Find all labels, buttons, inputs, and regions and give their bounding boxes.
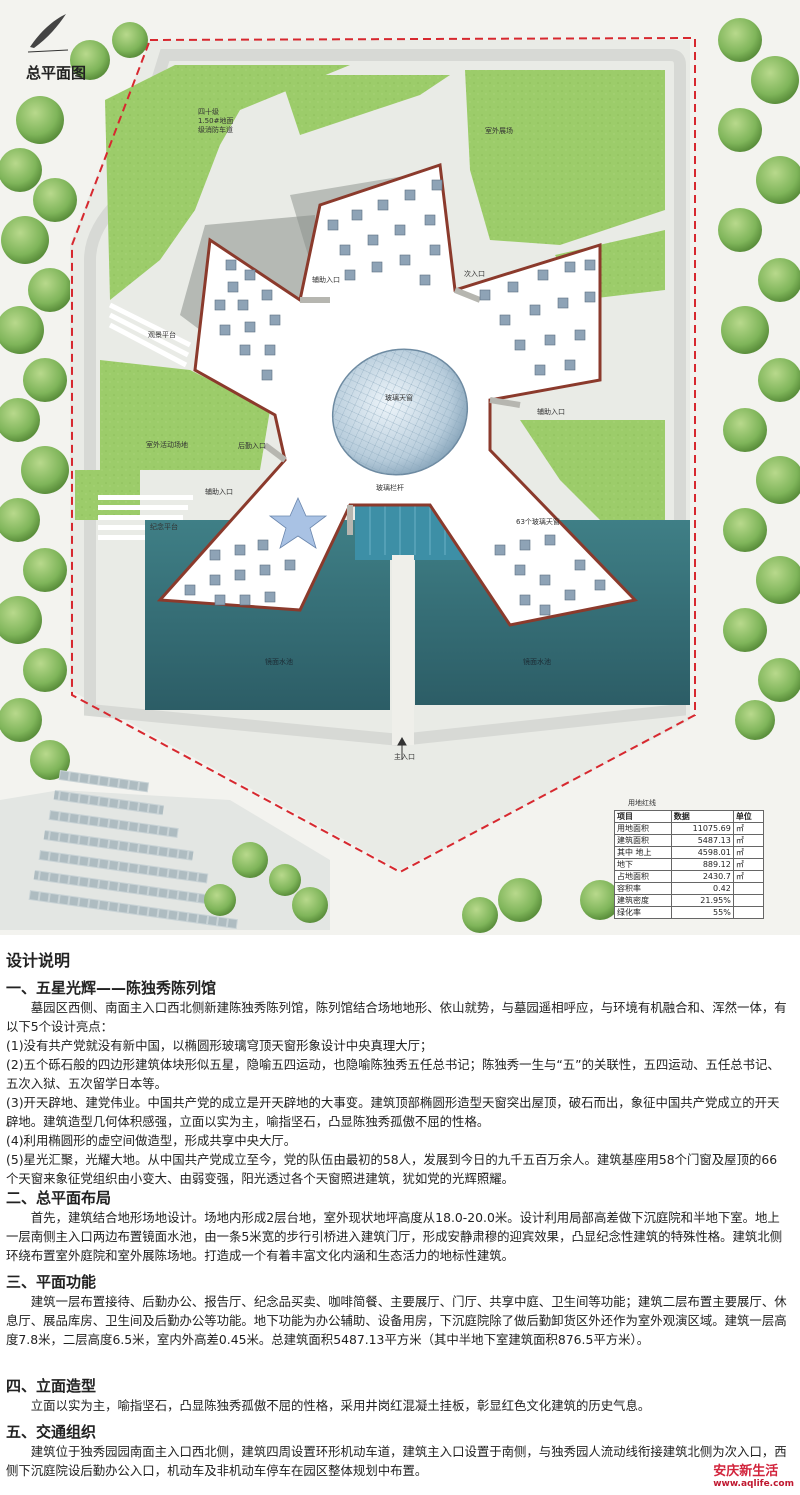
- table-cell: 11075.69: [670, 822, 734, 835]
- table-cell: 0.42: [670, 882, 734, 895]
- table-cell: 地下: [614, 858, 672, 871]
- label-memorial-platform: 纪念平台: [150, 523, 178, 531]
- trees-right: [462, 18, 800, 933]
- section-5-title: 五、交通组织: [6, 1423, 97, 1441]
- table-cell: 容积率: [614, 882, 672, 895]
- entrance-bridge: [392, 555, 414, 745]
- section-4-title: 四、立面造型: [6, 1377, 97, 1395]
- label-glass-railing: 玻璃栏杆: [376, 484, 404, 492]
- site-plan-drawing: [0, 0, 800, 935]
- section-1-point-4: (4)利用椭圆形的虚空间做造型，形成共享中央大厅。: [6, 1133, 297, 1148]
- label-glass-skylight: 玻璃天窗: [385, 394, 413, 402]
- table-cell: 用地面积: [614, 822, 672, 835]
- site-plan: 总平面图 四十级 1.50#地面 级消防车道 室外展场 辅助入口 次入口 观景平…: [0, 0, 800, 935]
- label-staff-entrance-top: 辅助入口: [312, 276, 340, 284]
- table-cell: 绿化率: [614, 906, 672, 919]
- doc-heading: 设计说明: [6, 951, 71, 970]
- table-header-row: 项目 数据 单位: [614, 810, 765, 823]
- label-main-entrance: 主入口: [394, 753, 415, 761]
- label-outdoor-exhibit: 室外展场: [485, 127, 513, 135]
- watermark: 安庆新生活 www.aqlife.com: [713, 1460, 794, 1489]
- table-cell: 21.95%: [670, 894, 734, 907]
- main-entrance-arrow: [397, 736, 407, 760]
- table-cell: ㎡: [732, 846, 765, 859]
- table-cell: 建筑面积: [614, 834, 672, 847]
- star-sculpture: [268, 497, 328, 549]
- section-1-intro: 墓园区西侧、南面主入口西北侧新建陈独秀陈列馆，陈列馆结合场地地形、依山就势，与墓…: [6, 1000, 787, 1034]
- section-2-title: 二、总平面布局: [6, 1189, 112, 1207]
- glass-dome: [331, 348, 469, 476]
- watermark-url: www.aqlife.com: [713, 1479, 794, 1489]
- label-outdoor-activity: 室外活动场地: [146, 441, 188, 449]
- table-cell: ㎡: [732, 870, 765, 883]
- section-5-body: 建筑位于独秀园园南面主入口西北侧，建筑四周设置环形机动车道，建筑主入口设置于南侧…: [6, 1444, 787, 1478]
- table-cell: [732, 906, 765, 919]
- table-cell: ㎡: [732, 834, 765, 847]
- table-header-cell: 项目: [614, 810, 672, 823]
- page-title: 总平面图: [26, 64, 87, 82]
- section-3-body: 建筑一层布置接待、后勤办公、报告厅、纪念品买卖、咖啡简餐、主要展厅、门厅、共享中…: [6, 1294, 787, 1347]
- section-4-body: 立面以实为主，喻指坚石，凸显陈独秀孤傲不屈的性格，采用井岗红混凝土挂板，彰显红色…: [30, 1398, 651, 1413]
- section-1-point-2: (2)五个砾石般的四边形建筑体块形似五星，隐喻五四运动，也隐喻陈独秀五任总书记；…: [6, 1057, 780, 1091]
- label-mirror-pool-left: 镜面水池: [265, 658, 293, 666]
- label-site-redline: 用地红线: [628, 799, 656, 807]
- section-1-title: 一、五星光辉——陈独秀陈列馆: [6, 979, 217, 997]
- section-3-title: 三、平面功能: [6, 1273, 97, 1291]
- label-secondary-entrance: 次入口: [464, 270, 485, 278]
- label-aux-entrance-right: 辅助入口: [537, 408, 565, 416]
- section-1-point-1: (1)没有共产党就没有新中国，以椭圆形玻璃穹顶天窗形象设计中央真理大厅；: [6, 1038, 433, 1053]
- section-2-body: 首先，建筑结合地形场地设计。场地内形成2层台地，室外现状地坪高度从18.0-20…: [6, 1210, 783, 1263]
- table-cell: 5487.13: [670, 834, 734, 847]
- label-mirror-pool-right: 镜面水池: [523, 658, 551, 666]
- skylights: [184, 179, 606, 616]
- trees-left: [0, 22, 148, 780]
- design-description: 设计说明 一、五星光辉——陈独秀陈列馆 墓园区西侧、南面主入口西北侧新建陈独秀陈…: [0, 935, 800, 1495]
- table-cell: 2430.7: [670, 870, 734, 883]
- solar-field: [0, 770, 330, 930]
- logo-feather: [27, 14, 69, 53]
- label-aux-entrance-left: 辅助入口: [205, 488, 233, 496]
- table-cell: [732, 894, 765, 907]
- label-viewing-platform: 观景平台: [148, 331, 176, 339]
- section-1-point-3: (3)开天辟地、建党伟业。中国共产党的成立是开天辟地的大事变。建筑顶部椭圆形造型…: [6, 1095, 780, 1129]
- table-cell: [732, 882, 765, 895]
- label-back-entrance: 后勤入口: [238, 442, 266, 450]
- table-cell: 建筑密度: [614, 894, 672, 907]
- table-cell: 4598.01: [670, 846, 734, 859]
- table-cell: ㎡: [732, 858, 765, 871]
- table-cell: 889.12: [670, 858, 734, 871]
- table-cell: 55%: [670, 906, 734, 919]
- table-cell: ㎡: [732, 822, 765, 835]
- table-header-cell: 单位: [732, 810, 765, 823]
- steps-left: [98, 302, 193, 540]
- label-window-count: 63个玻璃天窗: [516, 518, 560, 526]
- watermark-brand: 安庆新生活: [713, 1464, 779, 1479]
- table-cell: 其中 地上: [614, 846, 672, 859]
- table-cell: 占地面积: [614, 870, 672, 883]
- ring-road: [84, 49, 686, 747]
- section-1-point-5: (5)星光汇聚，光耀大地。从中国共产党成立至今，党的队伍由最初的58人，发展到今…: [6, 1152, 778, 1186]
- table-header-cell: 数据: [670, 810, 734, 823]
- label-parking-note: 四十级 1.50#地面 级消防车道: [198, 108, 234, 134]
